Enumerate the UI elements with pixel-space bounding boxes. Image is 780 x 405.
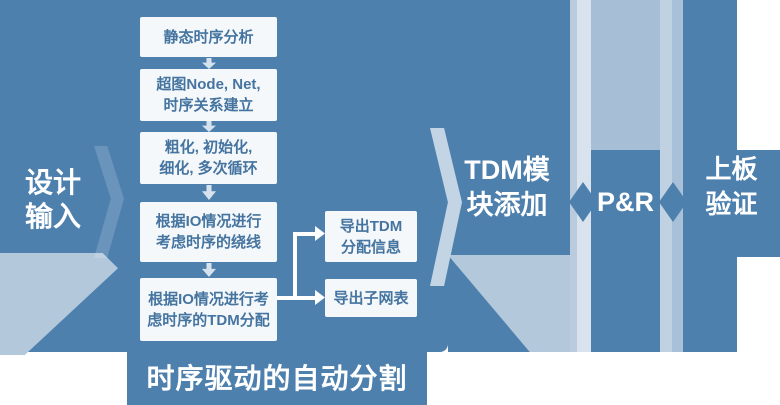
stage-design-input: 设计 输入 — [0, 166, 106, 234]
stage-board-verify-line2: 验证 — [705, 189, 758, 219]
flow-box-tdm-allocation: 根据IO情况进行考 虑时序的TDM分配 — [140, 278, 277, 341]
connector-segment — [293, 296, 316, 300]
stage-tdm-module-line2: 块添加 — [466, 190, 548, 220]
output-box-line: 导出TDM — [339, 217, 403, 235]
down-arrow-icon — [202, 121, 216, 132]
flow-box-line: 根据IO情况进行 — [155, 213, 262, 230]
output-box-subnetlist: 导出子网表 — [325, 279, 417, 317]
output-box-line: 分配信息 — [340, 238, 401, 256]
glass-band-right-inner — [660, 0, 672, 352]
connector-segment — [293, 232, 297, 300]
stage-pnr: P&R — [596, 187, 654, 217]
stage-tdm-module: TDM模 块添加 — [448, 153, 566, 223]
output-box-line: 导出子网表 — [333, 289, 409, 307]
tdm-panel — [448, 0, 572, 257]
flow-box-line: 超图Node, Net, — [156, 76, 261, 93]
stage-board-verify-line1: 上板 — [705, 154, 758, 184]
down-arrow-icon — [202, 58, 216, 69]
flow-box-line: 根据IO情况进行考 — [148, 290, 269, 308]
connector-arrowhead-icon — [315, 290, 325, 305]
flow-box-hypergraph: 超图Node, Net, 时序关系建立 — [140, 69, 277, 121]
flow-box-static-timing: 静态时序分析 — [140, 17, 277, 57]
glass-band-pnr-top — [591, 0, 660, 150]
caption-band — [127, 352, 427, 405]
flow-box-line: 静态时序分析 — [163, 28, 254, 46]
output-box-tdm-info: 导出TDM 分配信息 — [325, 211, 417, 262]
board-verify-box — [683, 150, 780, 257]
flow-box-line: 粗化, 初始化, — [164, 139, 253, 156]
flow-box-coarsen-refine: 粗化, 初始化, 细化, 多次循环 — [140, 132, 277, 184]
stage-board-verify: 上板 验证 — [683, 152, 780, 222]
pnr-column — [591, 150, 660, 352]
flow-box-line: 虑时序的TDM分配 — [147, 311, 270, 329]
flow-box-line: 时序关系建立 — [163, 97, 254, 114]
stage-tdm-module-line1: TDM模 — [464, 155, 550, 185]
flow-box-line: 考虑时序的绕线 — [155, 234, 261, 251]
flow-box-io-routing: 根据IO情况进行 考虑时序的绕线 — [140, 202, 277, 262]
partition-caption: 时序驱动的自动分割 — [146, 363, 408, 394]
glass-band-left-inner — [577, 0, 591, 352]
stage-design-input-line2: 输入 — [24, 201, 81, 232]
connector-segment — [293, 232, 316, 236]
connector-segment — [277, 296, 295, 300]
glass-band-right-outer — [672, 0, 683, 352]
flow-box-line: 细化, 多次循环 — [159, 160, 258, 177]
connector-arrowhead-icon — [315, 226, 325, 241]
glass-band-left-outer — [570, 0, 577, 352]
stage-design-input-line1: 设计 — [24, 167, 81, 198]
